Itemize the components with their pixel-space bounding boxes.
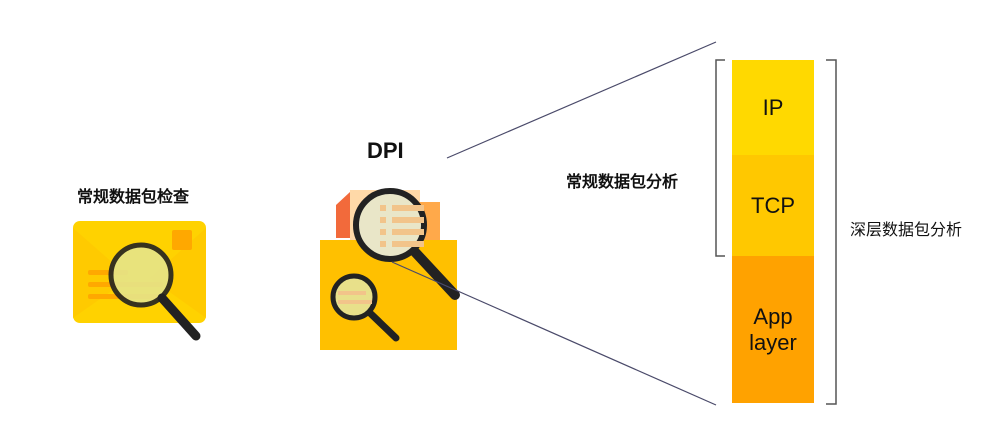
layer-ip: IP <box>732 60 814 155</box>
folder-magnifier-icon <box>320 188 460 350</box>
dpi-label: DPI <box>367 138 404 163</box>
layer-app: App layer <box>732 256 814 403</box>
deep-analysis-label: 深层数据包分析 <box>850 220 963 239</box>
layer-tcp: TCP <box>732 155 814 256</box>
regular-inspection-label: 常规数据包检查 <box>77 187 190 206</box>
regular-analysis-label: 常规数据包分析 <box>566 172 679 191</box>
envelope-magnifier-icon <box>73 221 206 341</box>
